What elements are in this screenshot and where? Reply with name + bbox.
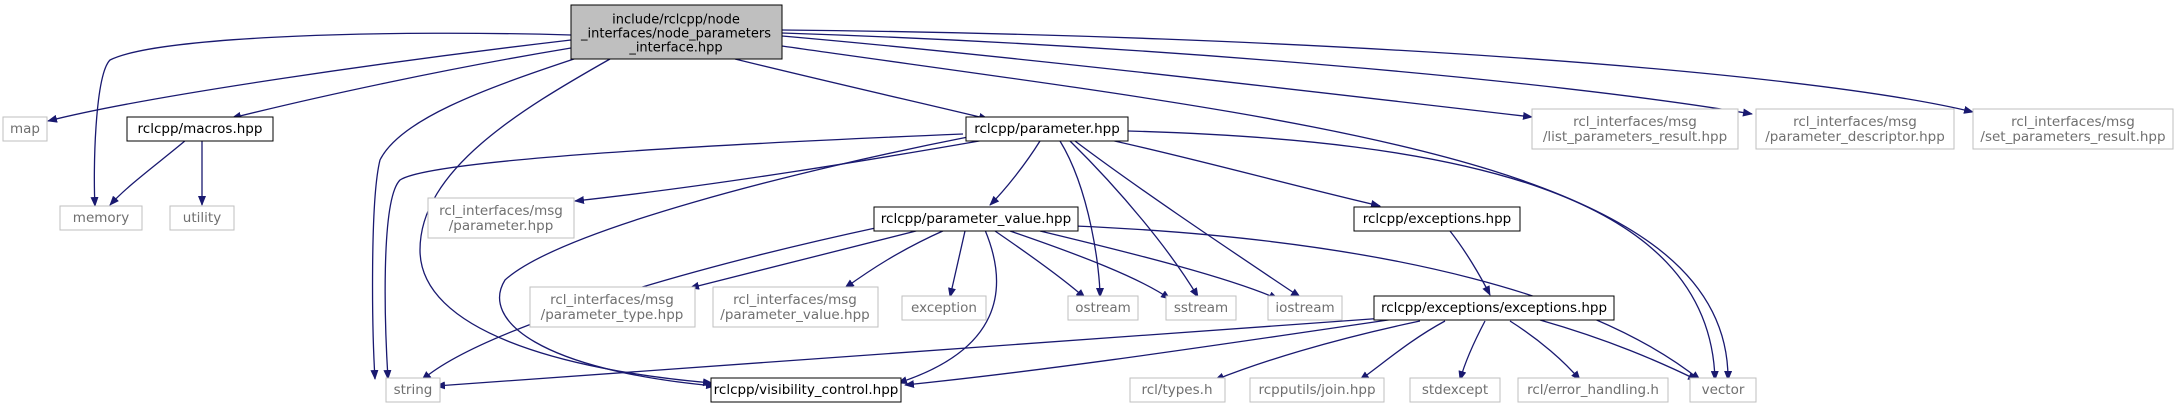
node-iostream: iostream	[1267, 295, 1343, 321]
node-msg-list-parameters-result-line2: /list_parameters_result.hpp	[1543, 129, 1727, 145]
node-visibility-control[interactable]: rclcpp/visibility_control.hpp	[710, 377, 902, 403]
node-msg-parameter-type: rcl_interfaces/msg /parameter_type.hpp	[529, 286, 696, 328]
node-msg-parameter-value-label-line1: rcl_interfaces/msg	[733, 292, 857, 308]
node-parameter-label: rclcpp/parameter.hpp	[974, 121, 1120, 137]
edge-parameter-value-visibility	[897, 229, 998, 385]
edge-exceptions-string	[435, 317, 1386, 390]
edge-exceptions-hpp-exceptions	[1449, 230, 1491, 296]
node-msg-parameter-type-label-line1: rcl_interfaces/msg	[550, 292, 674, 308]
node-visibility-control-label: rclcpp/visibility_control.hpp	[714, 382, 899, 398]
node-rcl-types: rcl/types.h	[1129, 377, 1226, 403]
node-msg-parameter: rcl_interfaces/msg /parameter.hpp	[427, 197, 575, 239]
node-root-label-line2: _interfaces/node_parameters	[580, 27, 771, 42]
edges-layer	[47, 29, 1974, 390]
node-exceptions-exceptions[interactable]: rclcpp/exceptions/exceptions.hpp	[1373, 295, 1615, 321]
node-msg-parameter-label-line2: /parameter.hpp	[449, 218, 554, 234]
edge-parameter-value-exception	[948, 230, 966, 298]
node-msg-set-parameters-result-line1: rcl_interfaces/msg	[2011, 114, 2135, 130]
node-msg-parameter-label-line1: rcl_interfaces/msg	[439, 203, 563, 219]
node-vector: vector	[1689, 377, 1757, 403]
node-rcl-error-handling: rcl/error_handling.h	[1517, 377, 1669, 403]
node-rcpputils-join-label: rcpputils/join.hpp	[1258, 382, 1375, 398]
edge-parameter-iostream	[1074, 140, 1301, 298]
node-exceptions-hpp[interactable]: rclcpp/exceptions.hpp	[1353, 206, 1521, 232]
edge-root-macros	[231, 47, 572, 120]
node-msg-parameter-value-label-line2: /parameter_value.hpp	[720, 307, 869, 323]
edge-parameter-value-sstream	[1009, 230, 1171, 300]
node-exception: exception	[901, 295, 987, 321]
node-ostream-label: ostream	[1075, 300, 1131, 316]
edge-root-list-result	[781, 35, 1533, 120]
node-utility-label: utility	[183, 210, 221, 226]
node-map: map	[2, 116, 48, 142]
node-utility: utility	[169, 205, 235, 231]
edge-root-parameter	[734, 58, 989, 121]
node-root-label-line1: include/rclcpp/node	[612, 13, 740, 28]
node-msg-list-parameters-result: rcl_interfaces/msg /list_parameters_resu…	[1531, 108, 1739, 150]
edge-parameter-value-vector	[1074, 225, 1701, 381]
edge-root-string	[370, 56, 581, 380]
node-exception-label: exception	[911, 300, 977, 316]
edge-parameter-parameter-value	[989, 140, 1041, 206]
edge-parameter-value-ostream	[994, 230, 1086, 299]
edge-parameter-sstream	[1069, 140, 1199, 298]
edge-parameter-value-msg-value	[844, 229, 946, 289]
edge-exceptions-types	[1214, 320, 1421, 381]
edge-parameter-msg-parameter	[574, 139, 986, 204]
node-rcpputils-join: rcpputils/join.hpp	[1249, 377, 1385, 403]
edge-exceptions-join	[1359, 320, 1446, 381]
node-rcl-error-handling-label: rcl/error_handling.h	[1527, 382, 1659, 398]
node-ostream: ostream	[1067, 295, 1139, 321]
node-stdexcept: stdexcept	[1409, 377, 1501, 403]
node-parameter[interactable]: rclcpp/parameter.hpp	[965, 116, 1129, 142]
node-string: string	[385, 377, 441, 403]
node-memory-label: memory	[73, 210, 129, 226]
node-iostream-label: iostream	[1275, 300, 1334, 316]
node-msg-parameter-value: rcl_interfaces/msg /parameter_value.hpp	[712, 286, 879, 328]
nodes-layer: include/rclcpp/node _interfaces/node_par…	[2, 4, 2174, 403]
node-msg-parameter-type-label-line2: /parameter_type.hpp	[541, 307, 684, 323]
edge-parameter-value-msg-type	[689, 229, 921, 290]
node-memory: memory	[59, 205, 143, 231]
edge-root-vector	[781, 45, 1733, 381]
node-string-label: string	[394, 382, 433, 398]
node-sstream: sstream	[1165, 295, 1237, 321]
node-parameter-value-label: rclcpp/parameter_value.hpp	[881, 211, 1071, 227]
node-sstream-label: sstream	[1174, 300, 1228, 316]
edge-root-memory	[90, 32, 572, 207]
node-parameter-value[interactable]: rclcpp/parameter_value.hpp	[873, 206, 1079, 232]
edge-root-set-result	[781, 29, 1974, 114]
node-stdexcept-label: stdexcept	[1422, 382, 1488, 398]
node-root-label-line3: _interface.hpp	[628, 41, 722, 56]
edge-parameter-value-iostream	[1039, 230, 1279, 300]
node-map-label: map	[10, 121, 40, 137]
node-root-file[interactable]: include/rclcpp/node _interfaces/node_par…	[570, 4, 783, 60]
edge-exceptions-stdexcept	[1458, 320, 1486, 381]
node-msg-set-parameters-result-line2: /set_parameters_result.hpp	[1980, 129, 2165, 145]
node-msg-set-parameters-result: rcl_interfaces/msg /set_parameters_resul…	[1972, 108, 2174, 150]
edge-parameter-exceptions	[1109, 139, 1381, 208]
edge-exceptions-visibility	[904, 318, 1396, 389]
edge-macros-memory	[109, 139, 187, 206]
edge-parameter-vector	[1127, 130, 1719, 381]
node-vector-label: vector	[1702, 382, 1745, 398]
node-msg-parameter-descriptor-line2: /parameter_descriptor.hpp	[1765, 129, 1945, 145]
node-exceptions-hpp-label: rclcpp/exceptions.hpp	[1363, 211, 1512, 227]
edge-parameter-visibility	[499, 136, 969, 390]
edge-exceptions-vector	[1539, 319, 1698, 381]
edge-root-descriptor	[781, 32, 1753, 117]
node-rcl-types-label: rcl/types.h	[1141, 382, 1212, 398]
node-msg-parameter-descriptor: rcl_interfaces/msg /parameter_descriptor…	[1755, 108, 1955, 150]
edge-root-map	[47, 39, 572, 123]
edge-parameter-string	[383, 133, 964, 380]
node-macros-label: rclcpp/macros.hpp	[138, 121, 263, 137]
node-msg-list-parameters-result-line1: rcl_interfaces/msg	[1573, 114, 1697, 130]
node-msg-parameter-descriptor-line1: rcl_interfaces/msg	[1793, 114, 1917, 130]
edge-root-visibility	[419, 58, 713, 387]
node-exceptions-exceptions-label: rclcpp/exceptions/exceptions.hpp	[1381, 300, 1607, 316]
edge-exceptions-error-handling	[1509, 320, 1581, 381]
node-macros[interactable]: rclcpp/macros.hpp	[126, 116, 274, 142]
